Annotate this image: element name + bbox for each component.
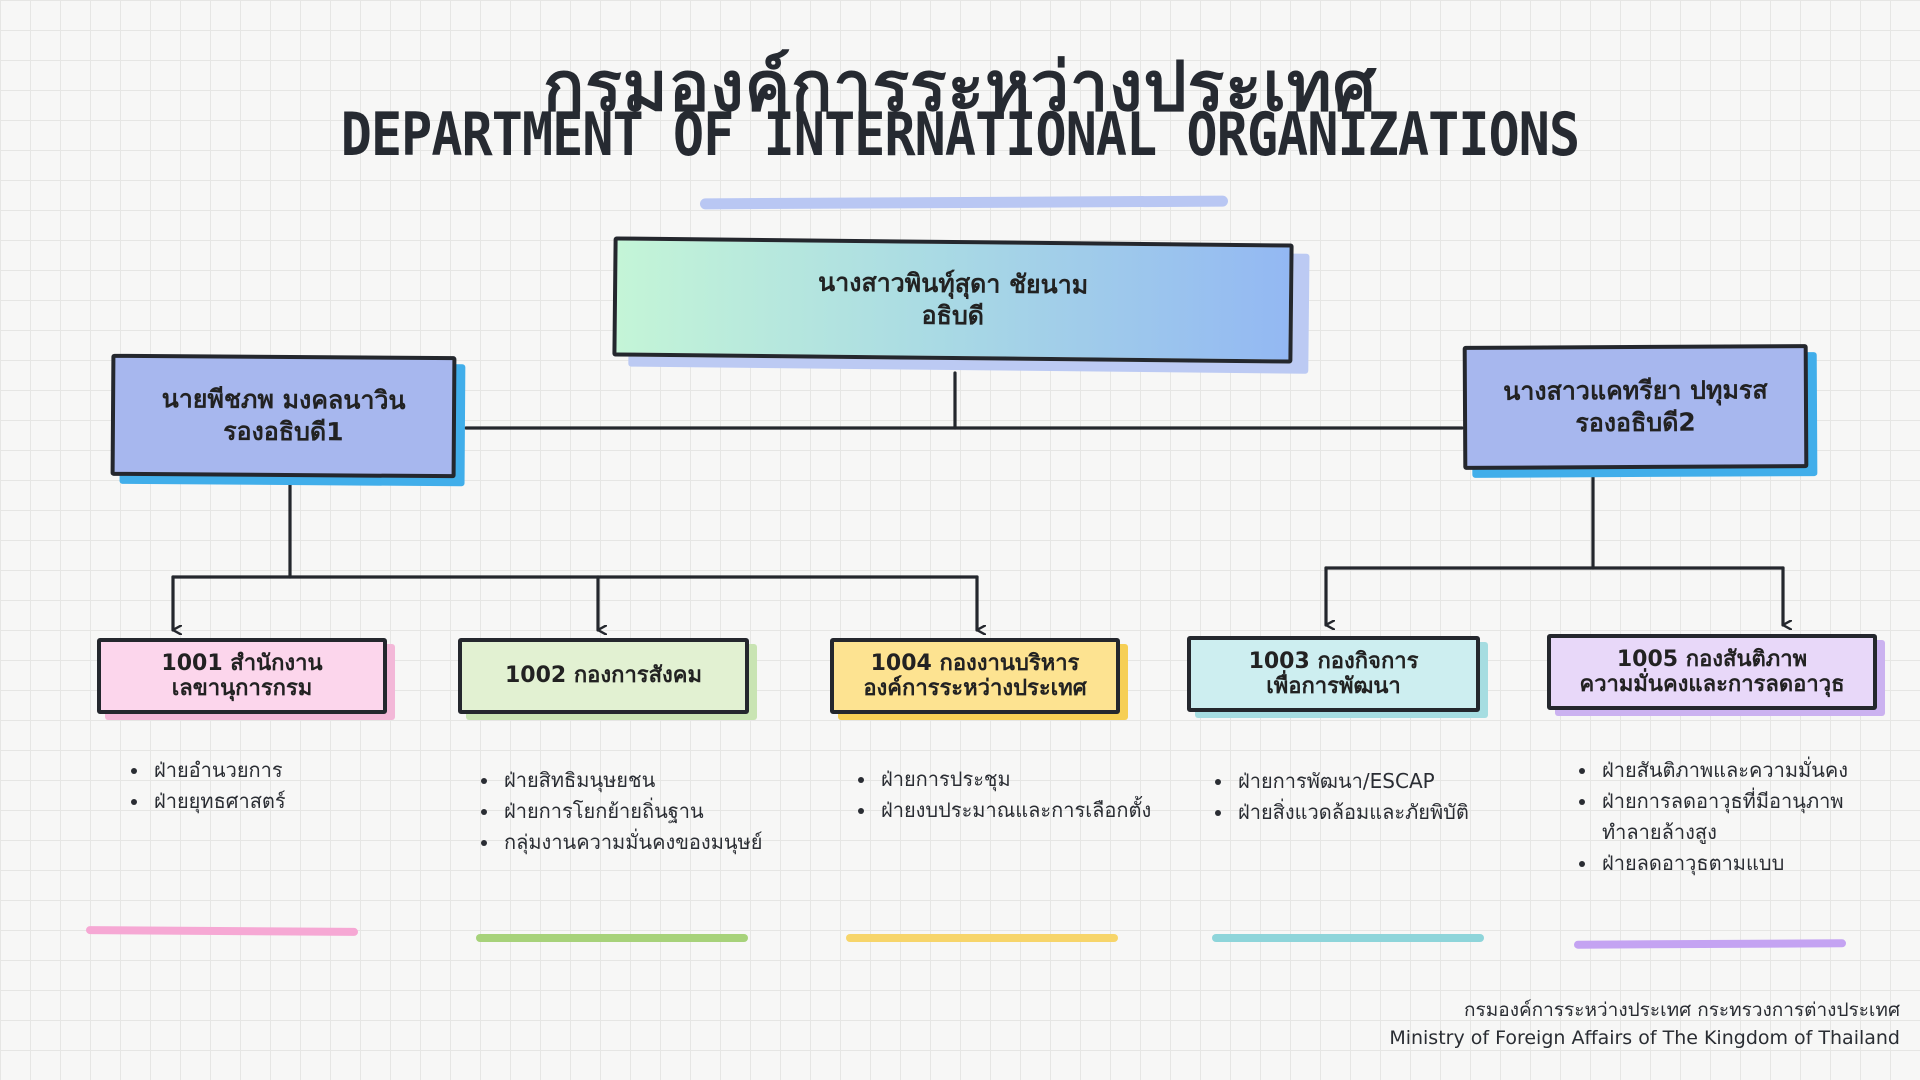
list-item: ฝ่ายงบประมาณและการเลือกตั้ง <box>877 795 1177 826</box>
list-item: ฝ่ายการพัฒนา/ESCAP <box>1234 766 1554 797</box>
footer-ministry-thai: กรมองค์การระหว่างประเทศ กระทรวงการต่างปร… <box>1464 999 1900 1021</box>
unit-1004-sections: ฝ่ายการประชุม ฝ่ายงบประมาณและการเลือกตั้… <box>851 764 1177 826</box>
unit-1001-title-line2: เลขานุการกรม <box>171 676 313 701</box>
list-item: ฝ่ายการประชุม <box>877 764 1177 795</box>
deputy-director-2-box: นางสาวแคทรียา ปทุมรส รองอธิบดี2 <box>1462 344 1809 470</box>
list-item: ฝ่ายการลดอาวุธที่มีอานุภาพทำลายล้างสูง <box>1598 786 1898 848</box>
unit-1004-accent-stripe <box>846 934 1118 942</box>
list-item: ฝ่ายลดอาวุธตามแบบ <box>1598 848 1898 879</box>
unit-1002-accent-stripe <box>476 934 748 942</box>
footer-ministry-english: Ministry of Foreign Affairs of The Kingd… <box>1389 1027 1900 1049</box>
unit-1002-title: 1002 กองการสังคม <box>504 663 703 689</box>
deputy-1-position: รองอธิบดี1 <box>223 416 344 447</box>
page-title-thai: กรมองค์การระหว่างประเทศ <box>543 48 1377 127</box>
unit-1003-accent-stripe <box>1212 934 1484 942</box>
unit-1002-sections: ฝ่ายสิทธิมนุษยชน ฝ่ายการโยกย้ายถิ่นฐาน ก… <box>474 765 800 858</box>
director-name: นางสาวพินทุ์สุดา ชัยนาม <box>817 267 1089 299</box>
list-item: ฝ่ายการโยกย้ายถิ่นฐาน <box>500 796 800 827</box>
unit-1002-box: 1002 กองการสังคม <box>458 638 749 714</box>
unit-1003-box: 1003 กองกิจการ เพื่อการพัฒนา <box>1187 636 1480 712</box>
director-box: นางสาวพินทุ์สุดา ชัยนาม อธิบดี <box>612 236 1294 364</box>
unit-1004-box: 1004 กองงานบริหาร องค์การระหว่างประเทศ <box>830 638 1120 714</box>
unit-1005-title-line1: 1005 กองสันติภาพ <box>1616 646 1808 672</box>
unit-1001-sections: ฝ่ายอำนวยการ ฝ่ายยุทธศาสตร์ <box>124 755 430 817</box>
deputy-2-position: รองอธิบดี2 <box>1575 407 1696 438</box>
unit-1001-box: 1001 สำนักงาน เลขานุการกรม <box>97 638 387 714</box>
unit-1004-title-line2: องค์การระหว่างประเทศ <box>863 676 1087 701</box>
list-item: ฝ่ายอำนวยการ <box>150 755 430 786</box>
unit-1005-accent-stripe <box>1573 939 1847 949</box>
deputy-director-1-box: นายพีชภพ มงคลนาวิน รองอธิบดี1 <box>110 353 457 479</box>
list-item: กลุ่มงานความมั่นคงของมนุษย์ <box>500 827 800 858</box>
unit-1003-title-line1: 1003 กองกิจการ <box>1248 648 1419 674</box>
list-item: ฝ่ายสิทธิมนุษยชน <box>500 765 800 796</box>
unit-1005-box: 1005 กองสันติภาพ ความมั่นคงและการลดอาวุธ <box>1547 634 1877 710</box>
unit-1005-title-line2: ความมั่นคงและการลดอาวุธ <box>1579 672 1845 697</box>
list-item: ฝ่ายสันติภาพและความมั่นคง <box>1598 755 1898 786</box>
unit-1001-title-line1: 1001 สำนักงาน <box>161 650 323 676</box>
list-item: ฝ่ายยุทธศาสตร์ <box>150 786 430 817</box>
page-title-english: DEPARTMENT OF INTERNATIONAL ORGANIZATION… <box>340 100 1580 170</box>
unit-1003-sections: ฝ่ายการพัฒนา/ESCAP ฝ่ายสิ่งแวดล้อมและภัย… <box>1208 766 1554 828</box>
list-item: ฝ่ายสิ่งแวดล้อมและภัยพิบัติ <box>1234 797 1554 828</box>
unit-1005-sections: ฝ่ายสันติภาพและความมั่นคง ฝ่ายการลดอาวุธ… <box>1572 755 1898 879</box>
deputy-1-name: นายพีชภพ มงคลนาวิน <box>161 383 406 415</box>
deputy-2-name: นางสาวแคทรียา ปทุมรส <box>1503 374 1768 406</box>
unit-1004-title-line1: 1004 กองงานบริหาร <box>870 650 1080 676</box>
unit-1003-title-line2: เพื่อการพัฒนา <box>1266 674 1401 699</box>
director-position: อธิบดี <box>921 300 985 331</box>
